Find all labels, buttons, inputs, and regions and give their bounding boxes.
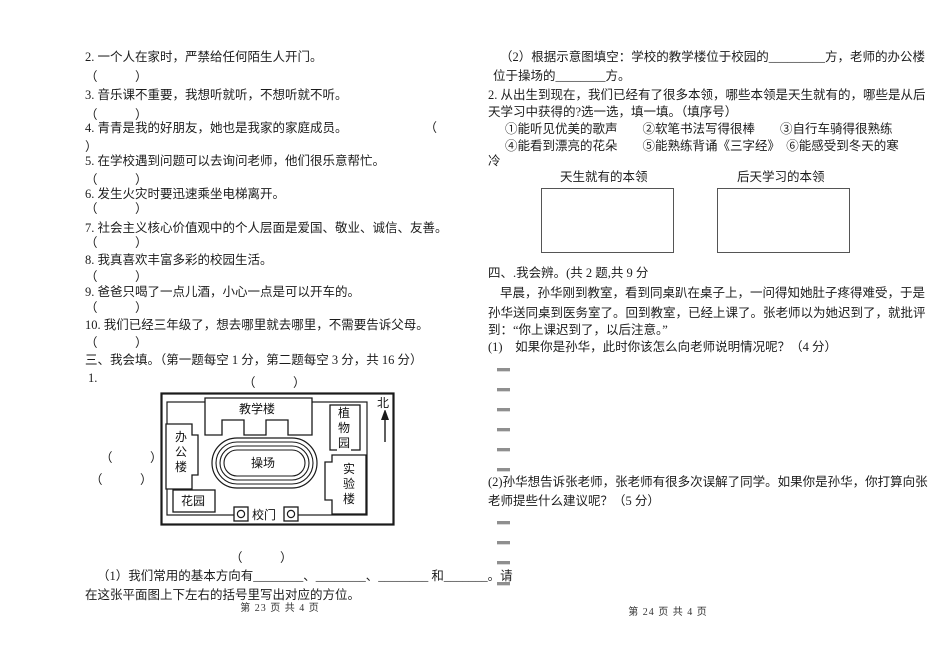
story-line-2: 孙华送同桌到医务室了。回到教室，已经上课了。张老师以为她迟到了，就批评 [488, 306, 926, 320]
question-2-line-1: 2. 从出生到现在，我们已经有了很多本领，哪些本领是天生就有的，哪些是从后 [488, 88, 926, 102]
answer-line [497, 408, 510, 412]
page-number-left: 第 23 页 共 4 页 [240, 603, 320, 614]
tf-question-2: 2. 一个人在家时，严禁给任何陌生人开门。 [85, 50, 323, 64]
tf-question-6: 6. 发生火灾时要迅速乘坐电梯离开。 [85, 187, 286, 201]
answer-bracket: （ ） [85, 336, 148, 350]
direction-bracket-bottom: （ ） [230, 551, 293, 565]
answer-line [497, 561, 510, 565]
answer-bracket: （ ） [85, 70, 148, 84]
answer-line [497, 388, 510, 392]
answer-line [497, 582, 510, 586]
answer-bracket: （ ） [85, 236, 148, 250]
options-row-2: ④能看到漂亮的花朵 ⑤能熟练背诵《三字经》 ⑥能感受到冬天的寒 [505, 139, 899, 153]
tf-question-5: 5. 在学校遇到问题可以去询问老师，他们很乐意帮忙。 [85, 154, 386, 168]
story-line-3: 到：“你上课迟到了，以后注意。” [488, 323, 668, 337]
tf-question-3: 3. 音乐课不重要，我想听就听，不想听就不听。 [85, 88, 348, 102]
answer-bracket: （ ） [85, 301, 148, 315]
options-row-1: ①能听见优美的歌声 ②软笔书法写得很棒 ③自行车骑得很熟练 [505, 122, 893, 136]
innate-skills-answer-box [541, 188, 674, 253]
close-paren: ） [85, 140, 98, 154]
innate-skills-heading: 天生就有的本领 [560, 170, 648, 184]
page-number-right: 第 24 页 共 4 页 [628, 607, 708, 618]
sub-question-s1: (1) 如果你是孙华，此时你该怎么向老师说明情况呢？（4 分） [488, 340, 837, 354]
tf-question-4: 4. 青青是我的好朋友，她也是我家的家庭成员。 （ [85, 120, 437, 136]
open-paren: （ [424, 121, 437, 135]
section-3-title: 三、我会填。（第一题每空 1 分，第二题每空 3 分，共 16 分） [85, 353, 423, 367]
sub-question-2-line-1: （2）根据示意图填空：学校的教学楼位于校园的_________方，老师的办公楼 [500, 50, 926, 64]
learned-skills-heading: 后天学习的本领 [737, 170, 825, 184]
section-4-title: 四、.我会辨。(共 2 题,共 9 分 [488, 266, 649, 280]
teaching-building-shape [204, 397, 313, 436]
story-line-1: 早晨，孙华刚到教室，看到同桌趴在桌子上，一问得知她肚子疼得难受，于是 [500, 286, 926, 300]
sub-question-2-line-2: 位于操场的________方。 [493, 69, 631, 83]
label-office-building: 办公楼 [174, 430, 188, 475]
tf-question-4-text: 4. 青青是我的好朋友，她也是我家的家庭成员。 [85, 121, 348, 135]
answer-bracket: （ ） [85, 270, 148, 284]
answer-line [497, 521, 510, 525]
answer-line [497, 428, 510, 432]
label-playground: 操场 [251, 456, 276, 470]
page-right: （2）根据示意图填空：学校的教学楼位于校园的_________方，老师的办公楼 … [488, 0, 928, 658]
tf-question-7: 7. 社会主义核心价值观中的个人层面是爱国、敬业、诚信、友善。 [85, 221, 448, 235]
answer-bracket: （ ） [85, 173, 148, 187]
item-1-number: 1. [88, 371, 98, 385]
sub-question-1-line-2: 在这张平面图上下左右的括号里写出对应的方位。 [85, 588, 361, 602]
sub-question-1-line-1: （1）我们常用的基本方向有________、________、________ … [97, 569, 513, 583]
campus-map: 教学楼 植物园 办公楼 操场 实验楼 花园 校门 北 [160, 392, 395, 527]
page-left: 2. 一个人在家时，严禁给任何陌生人开门。 （ ） 3. 音乐课不重要，我想听就… [85, 0, 513, 658]
options-row-2-wrap: 冷 [488, 154, 501, 168]
sub-question-s2-line-2: 老师提些什么建议呢？（5 分） [488, 494, 660, 508]
question-2-line-2: 天学习中获得的?选一选，填一填。（填序号） [488, 105, 738, 119]
direction-bracket-left-1: （ ） [100, 451, 163, 465]
answer-line [497, 468, 510, 472]
answer-line [497, 368, 510, 372]
label-teaching-building: 教学楼 [239, 402, 276, 416]
label-botanical-garden: 植物园 [337, 406, 351, 451]
tf-question-10: 10. 我们已经三年级了，想去哪里就去哪里，不需要告诉父母。 [85, 318, 429, 332]
answer-bracket: （ ） [85, 108, 148, 122]
direction-bracket-top: （ ） [243, 376, 306, 390]
sub-question-s2-line-1: (2)孙华想告诉张老师，张老师有很多次误解了同学。如果你是孙华，你打算向张 [488, 475, 928, 489]
label-lab-building: 实验楼 [342, 462, 356, 507]
answer-line [497, 448, 510, 452]
answer-line [497, 541, 510, 545]
tf-question-8: 8. 我真喜欢丰富多彩的校园生活。 [85, 253, 273, 267]
label-garden: 花园 [181, 494, 206, 508]
answer-bracket: （ ） [85, 202, 148, 216]
label-north: 北 [377, 396, 390, 410]
learned-skills-answer-box [717, 188, 850, 253]
label-school-gate: 校门 [252, 508, 277, 522]
tf-question-9: 9. 爸爸只喝了一点儿酒，小心一点是可以开车的。 [85, 285, 361, 299]
direction-bracket-left-2: （ ） [90, 473, 153, 487]
